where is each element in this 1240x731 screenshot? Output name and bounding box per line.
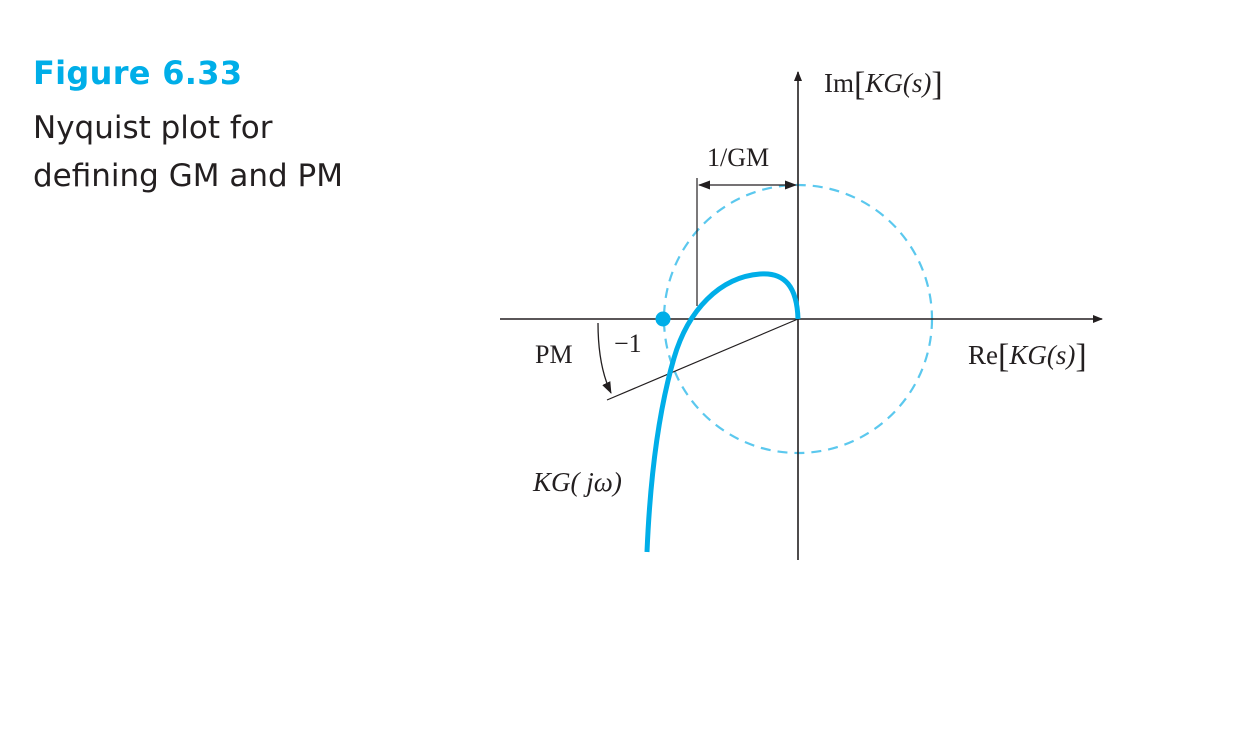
figure-number: Figure 6.33 [33, 54, 243, 92]
critical-point-marker [655, 311, 671, 327]
nyquist-curve [644, 271, 801, 553]
figure-caption: Figure 6.33 Nyquist plot for defining GM… [33, 52, 393, 200]
real-axis-label: Re[KG(s)] [968, 338, 1087, 375]
critical-point-label: −1 [614, 329, 642, 358]
phase-margin-line [606, 318, 799, 401]
figure-title: Nyquist plot for defining GM and PM [33, 110, 343, 194]
gain-margin-label: 1/GM [707, 143, 769, 172]
phase-margin-label: PM [535, 340, 573, 369]
curve-label: KG( jω) [532, 467, 622, 497]
imaginary-axis-label: Im[KG(s)] [824, 66, 943, 103]
phase-margin-arc [597, 322, 612, 394]
